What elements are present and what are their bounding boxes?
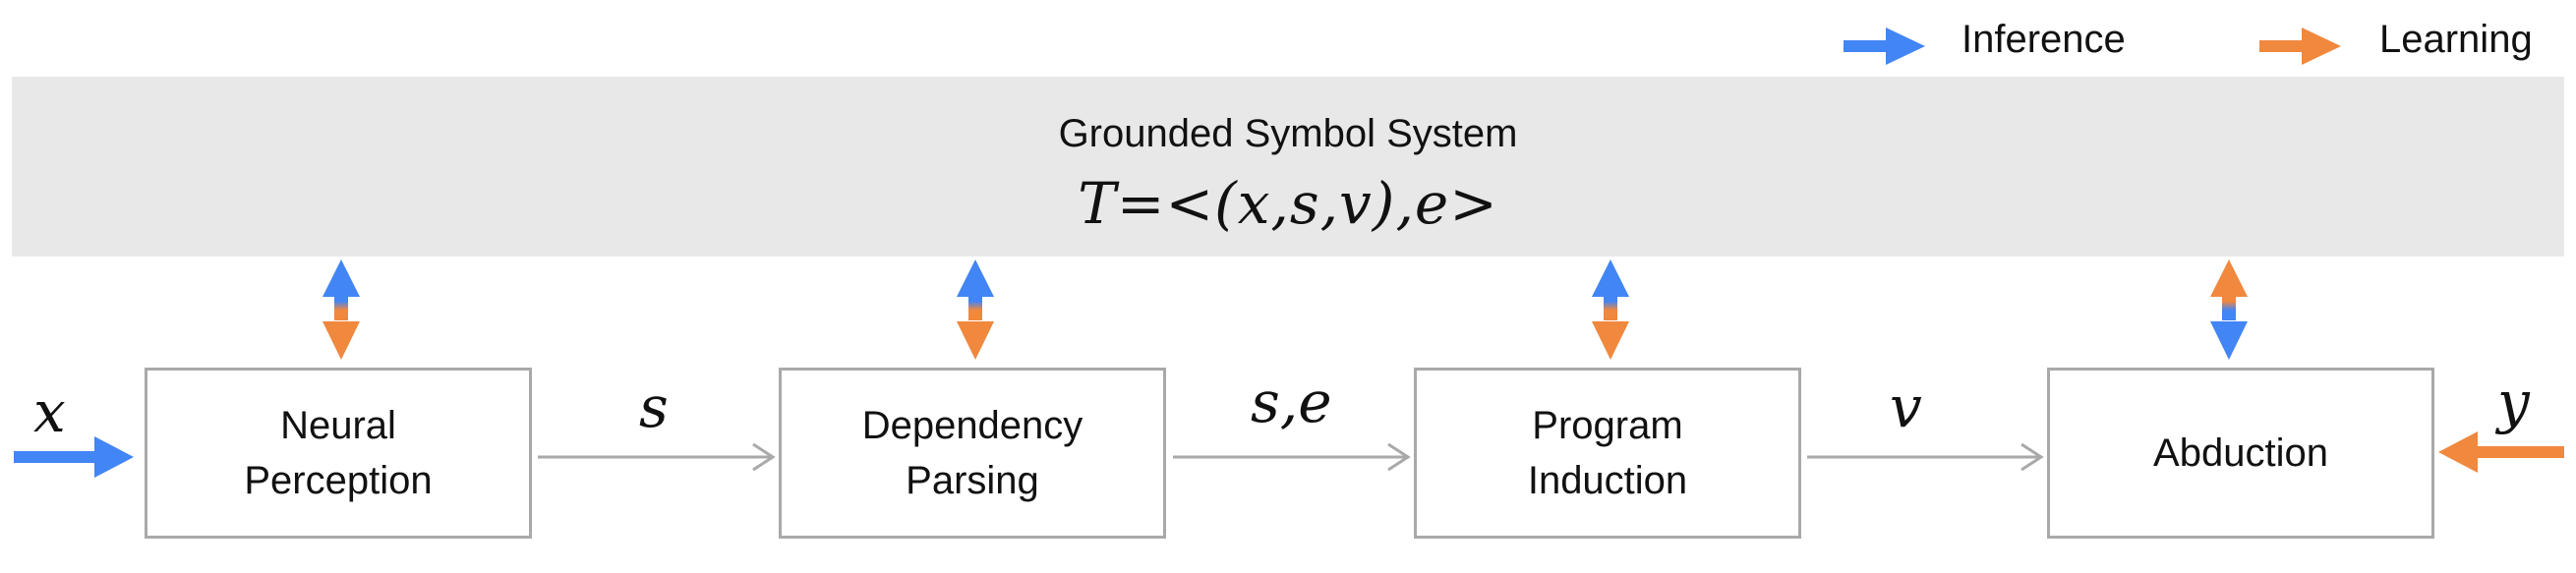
label-arrow (2438, 431, 2564, 473)
module-label: Abduction (2153, 431, 2328, 475)
module-label: Dependency (861, 404, 1083, 447)
label-variable: y (2497, 369, 2530, 435)
module-label: Neural (280, 404, 396, 447)
module-neural-perception: Neural Perception (145, 368, 532, 539)
learning-legend-label: Learning (2379, 18, 2533, 61)
module-label: Parsing (906, 459, 1039, 502)
module-label: Perception (244, 459, 433, 502)
module-abduction: Abduction (2047, 368, 2434, 539)
gss-formula: T=<(x,s,v),e> (1078, 170, 1498, 237)
module-program-induction: Program Induction (1414, 368, 1801, 539)
input-arrow (14, 436, 134, 478)
gss-title: Grounded Symbol System (1058, 112, 1518, 155)
grounded-symbol-system-panel: Grounded Symbol System T=<(x,s,v),e> (12, 77, 2564, 257)
input-variable: x (33, 378, 66, 445)
edge-variable-3: v (1890, 373, 1922, 440)
module-label: Induction (1527, 459, 1688, 502)
connector-arrow-3 (1807, 442, 2044, 472)
edge-variable-1: s (639, 373, 669, 440)
bidirectional-arrow-perception (322, 259, 360, 360)
bidirectional-arrow-abduction (2210, 259, 2248, 360)
edge-variable-2: s,e (1251, 369, 1332, 435)
learning-legend-arrow (2259, 28, 2341, 65)
connector-arrow-1 (538, 442, 776, 472)
connector-arrow-2 (1173, 442, 1411, 472)
bidirectional-arrow-parsing (957, 259, 994, 360)
inference-legend-label: Inference (1961, 18, 2126, 61)
module-label: Program (1532, 404, 1683, 447)
module-dependency-parsing: Dependency Parsing (779, 368, 1166, 539)
inference-legend-arrow (1844, 28, 1925, 65)
bidirectional-arrow-induction (1592, 259, 1629, 360)
